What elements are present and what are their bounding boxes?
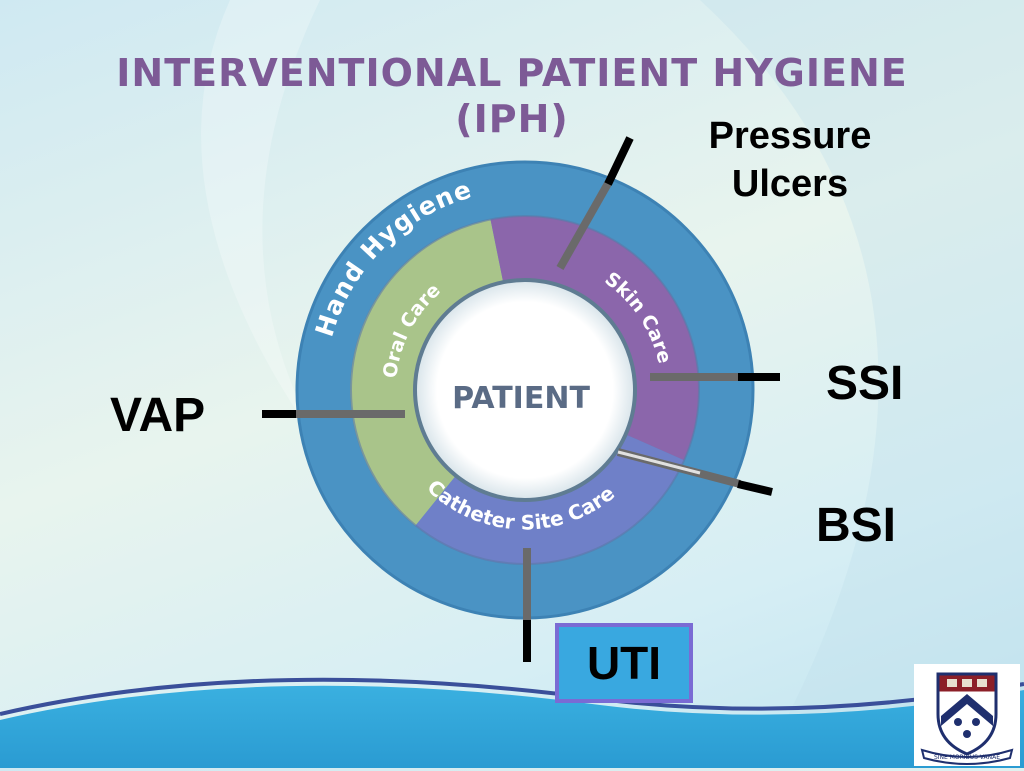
bottom-wave: [0, 685, 1024, 768]
center-label-patient: PATIENT: [452, 381, 590, 416]
outcome-vap: VAP: [110, 389, 206, 442]
title-line-2: (IPH): [455, 97, 569, 142]
logo-motto: SINE MORIBUS VANAE: [934, 754, 1000, 761]
title-line-1: INTERVENTIONAL PATIENT HYGIENE: [116, 51, 908, 96]
right-swoosh: [700, 0, 1024, 768]
outcome-pressure-ulcers: Pressure Ulcers: [690, 112, 890, 208]
outcome-bsi: BSI: [816, 499, 897, 552]
outcome-uti: UTI: [586, 637, 662, 689]
outcome-pressure-ulcers-line2: Ulcers: [731, 163, 849, 205]
university-shield-crest-icon: SINE MORIBUS VANAE: [920, 672, 1014, 765]
outcome-pressure-ulcers-line1: Pressure: [708, 115, 872, 157]
outcome-ssi: SSI: [826, 357, 904, 410]
light-swoosh: [201, 0, 330, 460]
connector-bsi: [616, 448, 773, 496]
university-logo: SINE MORIBUS VANAE: [914, 664, 1020, 766]
center-disc: [413, 278, 637, 502]
outcome-uti-box: UTI: [555, 623, 693, 703]
connector-pressure-ulcers: [556, 136, 634, 270]
